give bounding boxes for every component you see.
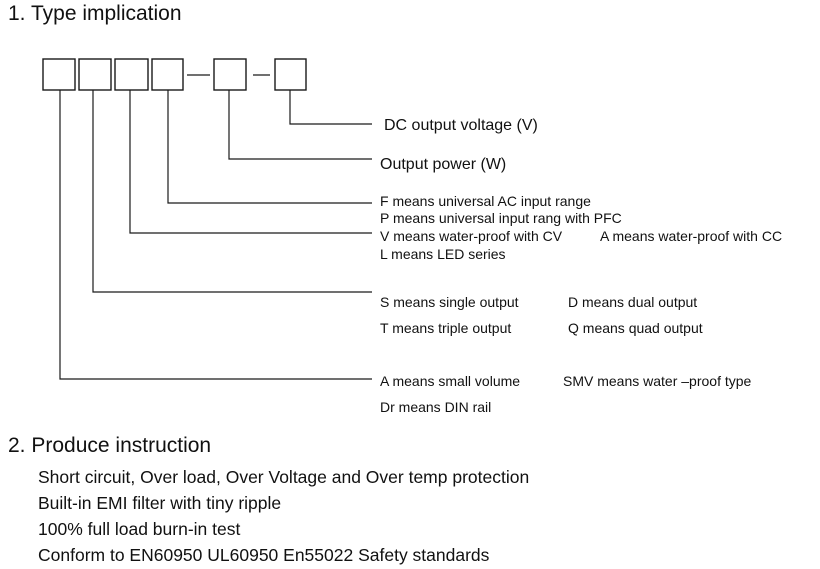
leader-dc-voltage [289, 90, 372, 125]
code-box-5 [213, 58, 247, 91]
instruction-item-3: 100% full load burn-in test [38, 519, 241, 539]
leader-size-mount [59, 90, 372, 380]
label-dc-voltage: DC output voltage (V) [384, 117, 538, 134]
label-p-universal-pfc: P means universal input rang with PFC [380, 210, 622, 226]
label-a-waterproof-cc: A means water-proof with CC [600, 228, 783, 244]
label-t-triple: T means triple output [380, 320, 512, 336]
label-dr-din: Dr means DIN rail [380, 399, 492, 415]
instruction-item-4: Conform to EN60950 UL60950 En55022 Safet… [38, 545, 490, 565]
leader-input-type [167, 90, 372, 204]
label-output-power: Output power (W) [380, 156, 507, 173]
code-box-2 [78, 58, 112, 91]
label-smv-waterproof: SMV means water –proof type [563, 373, 752, 389]
leader-proof-led [129, 90, 372, 234]
label-f-universal-ac: F means universal AC input range [380, 193, 591, 209]
code-box-6 [274, 58, 307, 91]
label-q-quad: Q means quad output [568, 320, 703, 336]
leader-output-power [228, 90, 372, 160]
instruction-item-1: Short circuit, Over load, Over Voltage a… [38, 467, 530, 487]
label-v-waterproof-cv: V means water-proof with CV [380, 228, 563, 244]
label-l-led: L means LED series [380, 246, 506, 262]
label-s-single: S means single output [380, 294, 519, 310]
section-1-heading: 1. Type implication [8, 2, 182, 25]
code-box-1 [42, 58, 76, 91]
code-box-3 [114, 58, 149, 91]
label-d-dual: D means dual output [568, 294, 698, 310]
section-2-heading: 2. Produce instruction [8, 434, 212, 457]
label-a-small: A means small volume [380, 373, 521, 389]
leader-output-count [92, 90, 372, 293]
instruction-item-2: Built-in EMI filter with tiny ripple [38, 493, 282, 513]
code-box-4 [151, 58, 184, 91]
